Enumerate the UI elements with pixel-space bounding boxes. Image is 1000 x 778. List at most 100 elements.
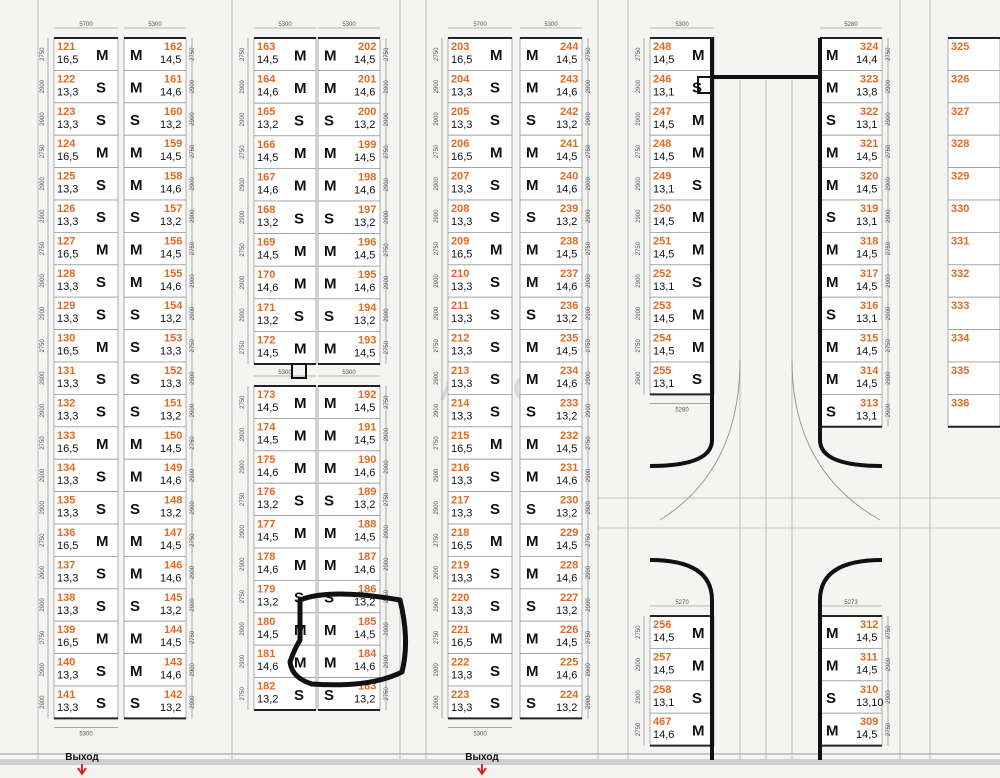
unit-number: 177 — [257, 519, 275, 531]
row-height-label: 2900 — [886, 306, 892, 320]
unit-number: 134 — [57, 462, 76, 474]
row-height-label: 2900 — [434, 662, 440, 676]
row-height-label: 2900 — [434, 468, 440, 482]
unit-box — [519, 134, 583, 168]
unit-number: 211 — [451, 300, 469, 312]
row-height-label: 2750 — [636, 47, 642, 61]
row-height-label: 2750 — [886, 338, 892, 352]
row-height-label: 2900 — [886, 403, 892, 417]
row-height-label: 2750 — [240, 340, 246, 354]
unit-number: 122 — [57, 73, 75, 85]
row-height-label: 2900 — [434, 79, 440, 93]
unit-size: S — [324, 590, 334, 607]
row-height-label: 2900 — [40, 695, 46, 709]
unit-size: M — [130, 242, 143, 259]
unit-number: 254 — [653, 333, 672, 345]
row-height-label: 2900 — [190, 112, 196, 126]
unit-box — [53, 393, 119, 428]
unit-box — [947, 70, 1000, 104]
unit-box — [253, 167, 317, 202]
unit-size: M — [526, 566, 539, 583]
unit-size: S — [490, 501, 500, 518]
unit-number: 212 — [451, 333, 469, 345]
unit-area: 14,6 — [160, 670, 181, 682]
unit-box — [253, 135, 317, 169]
unit-number: 228 — [560, 559, 578, 571]
unit-number: 165 — [257, 106, 275, 118]
unit-number: 142 — [164, 689, 182, 701]
row-height-label: 2900 — [384, 308, 390, 322]
row-height-label: 2750 — [40, 436, 46, 450]
unit-number: 190 — [358, 454, 376, 466]
unit-area: 16,5 — [57, 346, 78, 358]
row-height-label: 2750 — [40, 533, 46, 547]
unit-box — [53, 102, 119, 136]
unit-box — [253, 102, 317, 137]
width-dimension-label: 5300 — [342, 22, 356, 28]
unit-size: M — [826, 242, 839, 259]
unit-number: 246 — [653, 73, 671, 85]
unit-box — [53, 458, 119, 493]
unit-size: M — [826, 722, 839, 739]
unit-number: 323 — [860, 73, 878, 85]
unit-box — [53, 264, 119, 298]
unit-area: 13,3 — [451, 281, 472, 293]
unit-area: 16,5 — [451, 540, 472, 552]
unit-number: 141 — [57, 689, 75, 701]
row-height-label: 2900 — [586, 371, 592, 385]
unit-number: 181 — [257, 648, 275, 660]
row-height-label: 2900 — [190, 468, 196, 482]
unit-number: 186 — [358, 583, 376, 595]
unit-area: 13,2 — [354, 499, 375, 511]
unit-box — [253, 330, 317, 365]
row-height-label: 2900 — [384, 460, 390, 474]
unit-box — [53, 426, 119, 460]
unit-area: 13,2 — [354, 596, 375, 608]
width-dimension-label: 5300 — [148, 22, 162, 28]
unit-box — [519, 685, 583, 719]
unit-area: 13,2 — [556, 410, 577, 422]
row-height-label: 2900 — [190, 662, 196, 676]
unit-box — [53, 556, 119, 590]
unit-size: M — [526, 468, 539, 485]
unit-area: 13,2 — [556, 702, 577, 714]
unit-size: S — [490, 80, 500, 97]
unit-size: M — [526, 47, 539, 64]
unit-box — [317, 330, 381, 365]
unit-number: 160 — [164, 106, 182, 118]
unit-number: 184 — [358, 648, 377, 660]
hand-drawn-highlight — [287, 591, 409, 688]
unit-box — [53, 491, 119, 525]
unit-size: M — [490, 630, 503, 647]
row-height-label: 2750 — [886, 625, 892, 639]
unit-size: M — [324, 428, 337, 445]
width-dimension-label: 5300 — [544, 22, 558, 28]
unit-area: 14,5 — [856, 248, 877, 260]
unit-size: M — [130, 436, 143, 453]
unit-box — [947, 102, 1000, 136]
storage-unit-328: 328 — [947, 134, 1000, 168]
unit-size: M — [692, 625, 705, 642]
unit-number: 255 — [653, 365, 671, 377]
storage-unit-331: 331 — [947, 231, 1000, 266]
unit-size: S — [96, 501, 106, 518]
unit-number: 205 — [451, 106, 469, 118]
